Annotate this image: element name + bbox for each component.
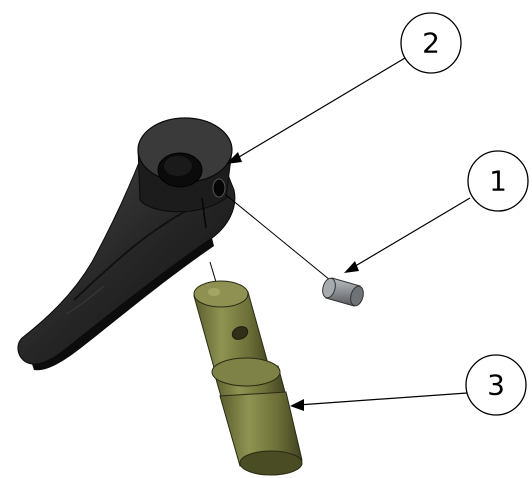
balloon-2: 2 — [400, 12, 462, 74]
lever-arm-part — [17, 117, 236, 371]
axis-line — [209, 261, 217, 283]
leader-line-1 — [344, 197, 471, 273]
balloon-1-label: 1 — [489, 165, 507, 198]
balloon-3-label: 3 — [487, 369, 505, 402]
leader-line-2 — [226, 57, 406, 164]
shaft-part — [193, 280, 303, 476]
dowel-part — [322, 277, 364, 307]
balloon-3: 3 — [465, 354, 527, 416]
balloon-2-label: 2 — [422, 27, 440, 60]
balloon-1: 1 — [467, 150, 529, 212]
leader-line-3 — [290, 392, 468, 411]
dowel-axis-line — [225, 194, 331, 281]
